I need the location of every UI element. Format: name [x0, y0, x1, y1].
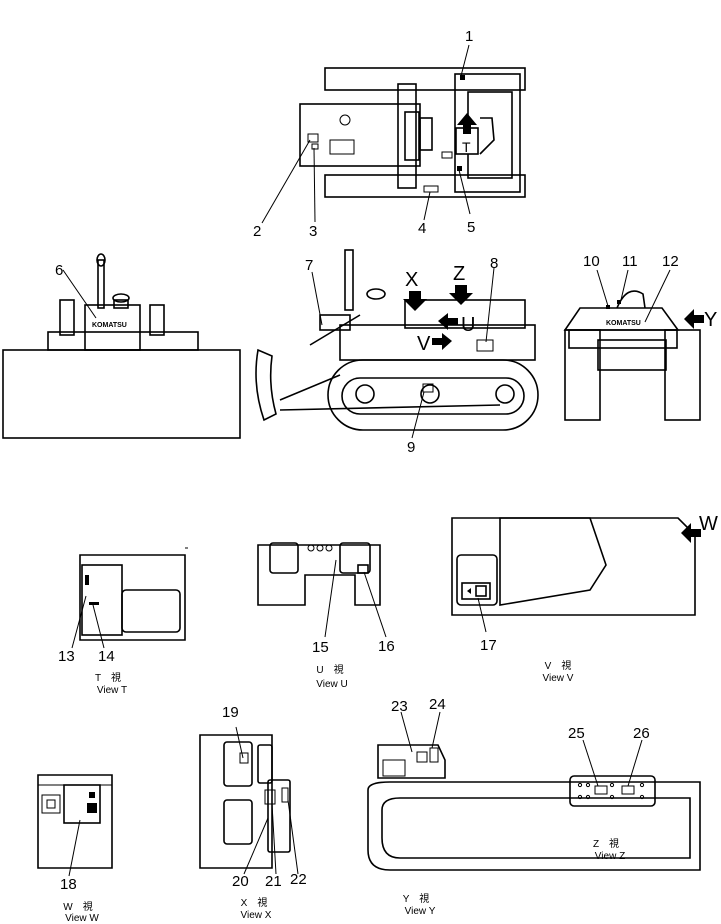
- callout-1: 1: [465, 28, 473, 45]
- arrow-label-x: X: [405, 269, 418, 291]
- view-v-caption: View V: [543, 673, 574, 684]
- callout-24: 24: [429, 696, 446, 713]
- callout-numbers: 1 2 3 4 5 6 7 8 9 10 11 12 13 14 15 16 1…: [55, 28, 679, 893]
- callout-7: 7: [305, 257, 313, 274]
- callout-8: 8: [490, 255, 498, 272]
- callout-5: 5: [467, 219, 475, 236]
- arrow-label-u: U: [461, 314, 475, 336]
- front-brand-text: KOMATSU: [92, 322, 127, 329]
- view-y-caption: View Y: [405, 906, 436, 917]
- callout-26: 26: [633, 725, 650, 742]
- callout-21: 21: [265, 873, 282, 890]
- callout-4: 4: [418, 220, 426, 237]
- view-w-caption: View W: [65, 913, 99, 924]
- callout-2: 2: [253, 223, 261, 240]
- side-view-drawing: X Z U V: [255, 249, 539, 439]
- view-x-drawing: [199, 726, 299, 875]
- callout-22: 22: [290, 871, 307, 888]
- arrow-label-z: Z: [453, 263, 465, 285]
- callout-17: 17: [480, 637, 497, 654]
- view-y-drawing: [367, 711, 701, 871]
- callout-13: 13: [58, 648, 75, 665]
- callout-23: 23: [391, 698, 408, 715]
- view-u-drawing: [257, 542, 387, 638]
- callout-15: 15: [312, 639, 329, 656]
- arrow-label-w: W: [699, 513, 718, 535]
- view-z-caption: View Z: [595, 851, 625, 862]
- callout-9: 9: [407, 439, 415, 456]
- view-t-drawing: [71, 547, 188, 649]
- view-u-kanji: U 視: [316, 663, 343, 676]
- arrow-label-y: Y: [704, 309, 717, 331]
- view-captions: T 視 View T U 視 View U V 視 View V W 視 Vie…: [63, 659, 625, 924]
- view-v-drawing: W: [451, 513, 718, 633]
- arrow-label-v: V: [417, 333, 431, 355]
- view-u-caption: View U: [316, 679, 348, 690]
- view-t-kanji: T 視: [95, 671, 121, 684]
- callout-14: 14: [98, 648, 115, 665]
- callout-3: 3: [309, 223, 317, 240]
- view-x-caption: View X: [241, 910, 272, 921]
- callout-18: 18: [60, 876, 77, 893]
- view-t-caption: View T: [97, 685, 127, 696]
- view-z-drawing: [569, 739, 656, 807]
- view-x-kanji: X 視: [241, 896, 268, 909]
- callout-10: 10: [583, 253, 600, 270]
- callout-11: 11: [622, 253, 638, 270]
- top-view-drawing: T: [261, 44, 526, 224]
- callout-16: 16: [378, 638, 395, 655]
- callout-6: 6: [55, 262, 63, 279]
- view-w-drawing: [37, 774, 113, 877]
- callout-20: 20: [232, 873, 249, 890]
- callout-19: 19: [222, 704, 239, 721]
- view-y-kanji: Y 視: [403, 892, 430, 905]
- view-v-kanji: V 視: [545, 659, 572, 672]
- callout-25: 25: [568, 725, 585, 742]
- front-view-drawing: KOMATSU: [2, 253, 241, 439]
- view-w-kanji: W 視: [63, 900, 92, 913]
- arrow-label-t: T: [462, 139, 471, 155]
- rear-brand-text: KOMATSU: [606, 320, 641, 327]
- rear-view-drawing: KOMATSU Y: [563, 269, 717, 421]
- callout-12: 12: [662, 253, 679, 270]
- view-z-kanji: Z 視: [593, 837, 619, 850]
